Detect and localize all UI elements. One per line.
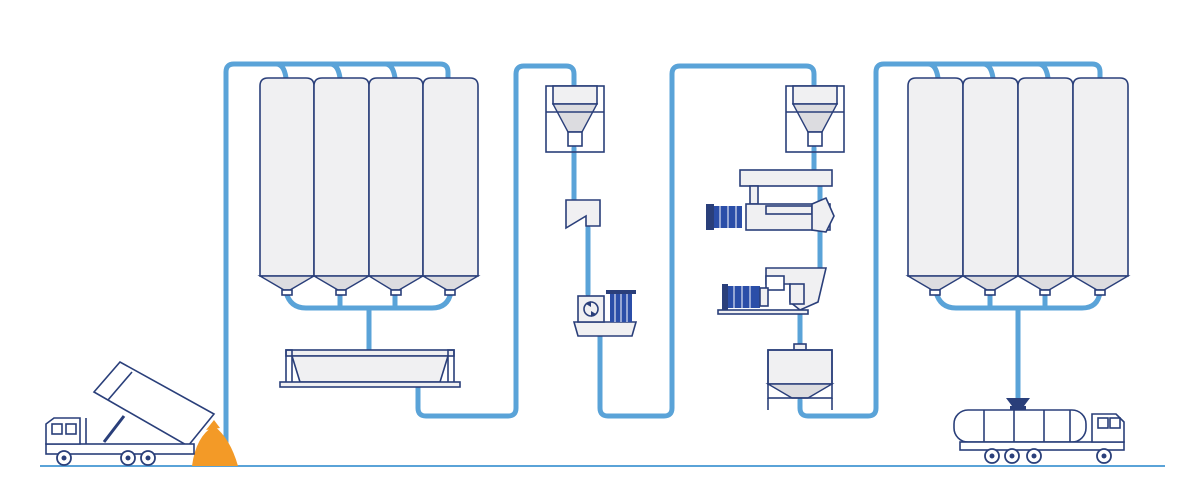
silo-icon [905, 77, 966, 296]
silo-icon [257, 77, 317, 296]
tipper-truck-icon [45, 360, 216, 466]
crusher-icon [717, 267, 828, 315]
pipe-network [223, 61, 1103, 455]
diverter-icon [565, 199, 601, 230]
trough-icon [279, 349, 461, 388]
silo-icon [420, 77, 481, 296]
pipe-intake [223, 61, 451, 455]
silo-bank-right [905, 77, 1131, 296]
silo-icon [1015, 77, 1076, 296]
hopper-icon [545, 85, 605, 153]
hopper-icon [785, 85, 845, 153]
rotary-feeder-icon [572, 290, 638, 337]
silo-icon [366, 77, 426, 296]
pipe-to-hopper-2 [597, 63, 817, 419]
pipe-to-hopper-1 [415, 63, 577, 419]
tanker-truck-icon [953, 398, 1125, 464]
silo-icon [960, 77, 1021, 296]
pipe-to-silos-right [797, 61, 1103, 419]
big-bag-station-icon [765, 343, 835, 410]
silo-icon [311, 77, 372, 296]
silo-bank-left [257, 77, 481, 296]
screw-conveyor-icon [706, 169, 835, 233]
silo-icon [1070, 77, 1131, 296]
bulk-pile-icon [192, 420, 238, 466]
